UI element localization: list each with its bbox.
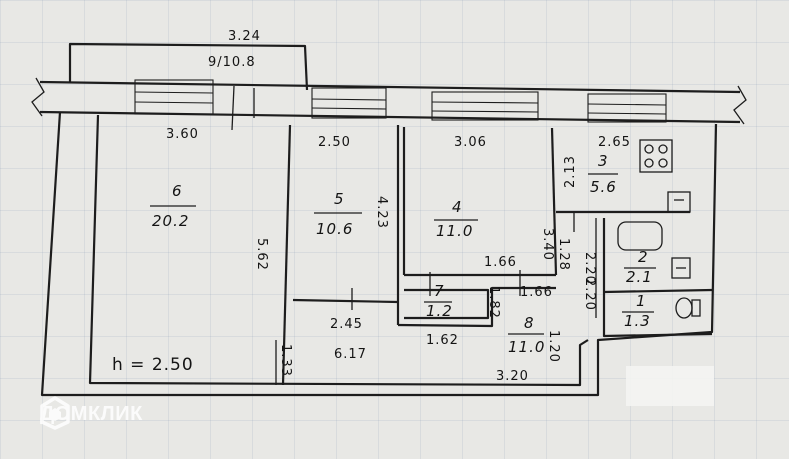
room-6-area: 20.2: [152, 212, 189, 230]
dim-room4-width: 3.06: [454, 135, 487, 150]
balcony-outline: [68, 42, 309, 91]
dim-room2-side: 1.28: [556, 238, 571, 271]
room-4-number: 4: [452, 198, 463, 216]
dim-room4-depth: 3.40: [540, 228, 555, 261]
washbasin-icon: [671, 257, 691, 279]
room-1-area: 1.3: [624, 312, 651, 330]
room-8-number: 8: [524, 314, 535, 332]
room-4-area: 11.0: [436, 222, 473, 240]
wall-bath-wc: [603, 288, 713, 294]
room-1-number: 1: [636, 292, 647, 310]
toilet-icon: [675, 297, 701, 319]
room-8-area: 11.0: [508, 338, 545, 356]
dim-corridor-width: 1.62: [426, 333, 459, 348]
stove-icon: [639, 139, 673, 173]
wall-6-5: [281, 124, 292, 386]
wall-bath: [602, 218, 713, 338]
break-mark-right: [733, 85, 747, 125]
domclick-logo-icon: [40, 396, 70, 430]
domclick-watermark: ДОМКЛИК: [40, 396, 143, 432]
dim-room2-depth: 2.20: [582, 252, 597, 285]
kitchen-sink-icon: [667, 191, 691, 213]
dim-room1-depth: 2.20: [582, 278, 597, 311]
dim-room7-right: 1.66: [520, 285, 553, 300]
dim-bottom-width: 3.20: [496, 369, 529, 384]
pantry-inner: [404, 288, 490, 320]
dim-room3-depth: 2.13: [563, 155, 578, 188]
dim-room5-width: 2.50: [318, 135, 351, 150]
dim-room7-top: 1.66: [484, 255, 517, 270]
bathtub-icon: [617, 221, 663, 251]
break-mark-left: [31, 77, 45, 117]
wall-4-3: [550, 127, 558, 276]
room-5-number: 5: [334, 190, 345, 208]
dim-corridor-length: 6.17: [334, 347, 367, 362]
dim-room5-depth: 4.23: [374, 196, 389, 229]
wall-5-bottom: [292, 298, 399, 304]
dim-entry-side: 1.33: [278, 344, 293, 377]
window-room5: [311, 87, 387, 119]
dim-room7-side: 1.82: [486, 286, 501, 319]
window-room4: [431, 91, 539, 121]
wall-pantry: [397, 286, 556, 328]
window-room6: [134, 79, 214, 115]
window-room3: [587, 93, 667, 123]
outer-wall: [40, 111, 718, 397]
balcony-door-leaf: [231, 85, 235, 131]
watermark-text: ДОМКЛИК: [40, 402, 143, 425]
room-3-area: 5.6: [590, 178, 617, 196]
blank-patch: [626, 366, 714, 406]
inner-outline: [88, 114, 589, 387]
ceiling-height: h = 2.50: [112, 355, 194, 375]
dim-room3-width: 2.65: [598, 135, 631, 150]
room-7-area: 1.2: [426, 302, 453, 320]
room-2-number: 2: [638, 248, 649, 266]
dim-room6-width: 3.60: [166, 127, 199, 142]
room-6-number: 6: [172, 182, 183, 200]
dim-balcony-width: 3.24: [228, 29, 261, 44]
room-3-number: 3: [598, 152, 609, 170]
dim-room5-bottom: 2.45: [330, 317, 363, 332]
room-7-number: 7: [434, 282, 445, 300]
facade-line-outer: [39, 80, 741, 94]
room-5-area: 10.6: [316, 220, 353, 238]
dim-hall-side: 1.20: [546, 330, 561, 363]
room-2-area: 2.1: [626, 268, 653, 286]
dim-room6-depth: 5.62: [254, 238, 269, 271]
dim-top-mark: 9/10.8: [208, 55, 256, 70]
